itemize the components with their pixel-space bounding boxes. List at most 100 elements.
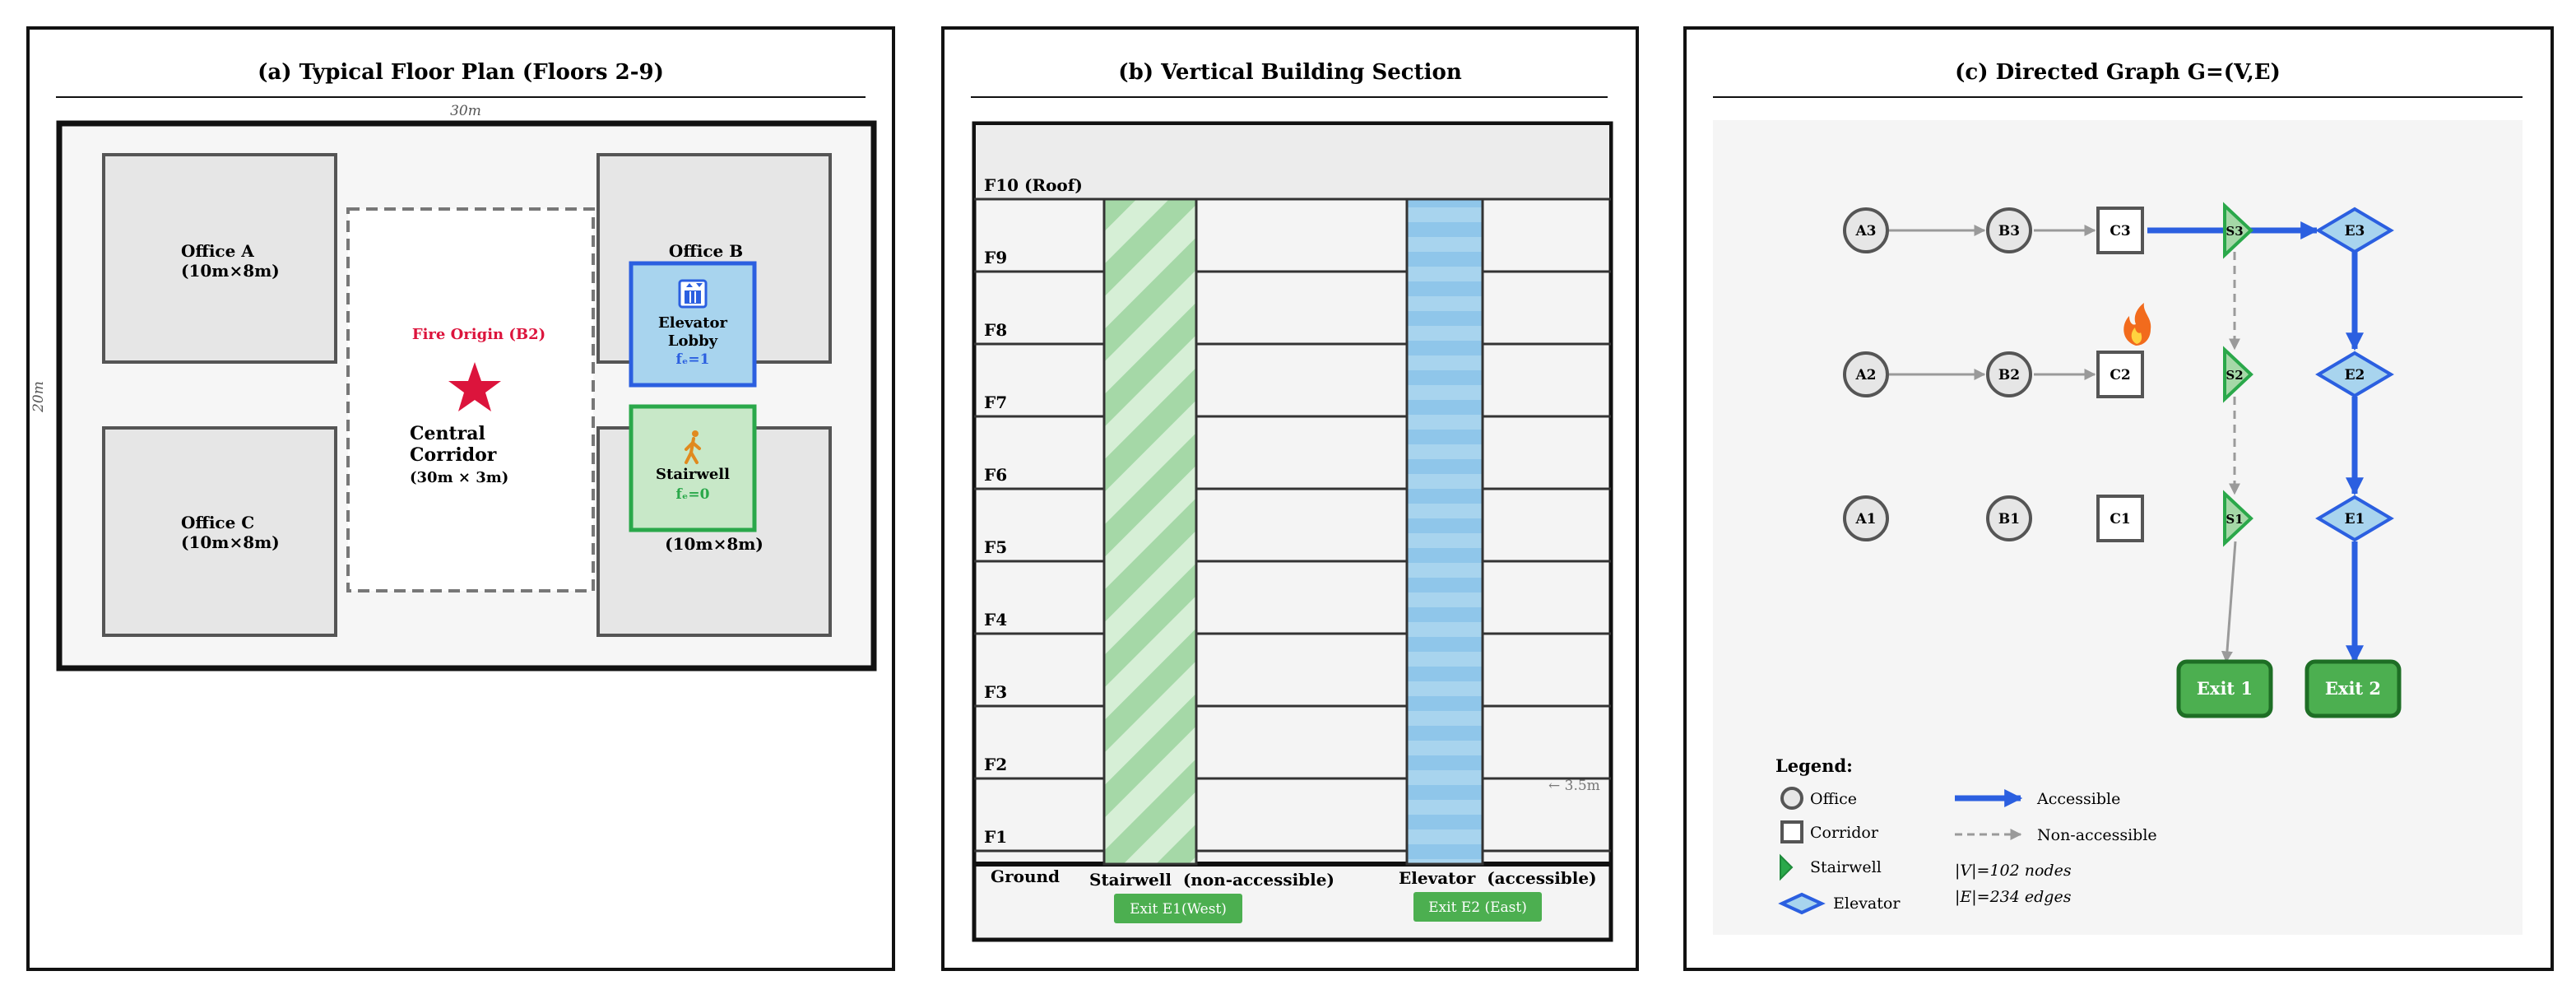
edge-count: |E|=234 edges bbox=[1955, 888, 2072, 906]
panel-c-title: (c) Directed Graph G=(V,E) bbox=[1955, 60, 2281, 85]
elevator-lobby-label-1: Elevator bbox=[658, 314, 727, 332]
stairwell-room bbox=[629, 404, 757, 532]
exit-2-label: Exit 2 bbox=[2325, 678, 2381, 699]
node-c2-label: C2 bbox=[2110, 367, 2130, 383]
walking-person-icon bbox=[685, 430, 701, 464]
exit-west-badge bbox=[1114, 894, 1242, 923]
floor-label-f6: F6 bbox=[984, 465, 1007, 485]
panel-a: (a) Typical Floor Plan (Floors 2-9) 30m … bbox=[26, 26, 895, 971]
corridor-label-1: Central bbox=[410, 423, 485, 444]
node-a3-label: A3 bbox=[1854, 223, 1876, 239]
fire-origin-label: Fire Origin (B2) bbox=[412, 326, 545, 343]
legend-elevator-icon bbox=[1778, 892, 1826, 915]
node-c3 bbox=[2096, 207, 2144, 254]
legend-title: Legend: bbox=[1775, 755, 1853, 776]
node-c1-label: C1 bbox=[2110, 511, 2130, 527]
legend-office-label: Office bbox=[1810, 790, 1857, 808]
node-a1 bbox=[1843, 495, 1889, 541]
legend-corridor-label: Corridor bbox=[1810, 824, 1879, 842]
floor-label-f4: F4 bbox=[984, 610, 1007, 630]
office-nodes: A3 B3 A2 B2 A1 B1 bbox=[1843, 207, 2032, 541]
panel-b: (b) Vertical Building Section F10 (Roof)… bbox=[941, 26, 1639, 971]
node-b3 bbox=[1986, 207, 2032, 253]
height-dimension: 20m bbox=[30, 381, 47, 413]
legend-stairwell-label: Stairwell bbox=[1810, 858, 1882, 876]
floor-height-label: ← 3.5m bbox=[1548, 778, 1600, 794]
floor-label-f3: F3 bbox=[984, 682, 1007, 702]
elevator-shaft bbox=[1405, 197, 1484, 866]
node-b3-label: B3 bbox=[1998, 223, 2020, 239]
fire-icon bbox=[2123, 303, 2151, 346]
building-outline bbox=[972, 121, 1613, 942]
panel-a-title: (a) Typical Floor Plan (Floors 2-9) bbox=[258, 60, 664, 85]
non-accessible-edges bbox=[1889, 225, 2240, 663]
node-b1 bbox=[1986, 495, 2032, 541]
node-e2 bbox=[2315, 351, 2394, 398]
roof-zone bbox=[976, 125, 1609, 199]
node-e3 bbox=[2315, 207, 2394, 254]
floor-label-f2: F2 bbox=[984, 755, 1007, 774]
node-e1 bbox=[2315, 495, 2394, 542]
ground-label: Ground bbox=[991, 867, 1060, 886]
legend-accessible-label: Accessible bbox=[2036, 790, 2120, 808]
legend-stairwell-icon bbox=[1780, 853, 1794, 881]
node-c1 bbox=[2096, 495, 2144, 542]
legend-non-accessible-label: Non-accessible bbox=[2037, 826, 2157, 844]
node-s1 bbox=[2223, 490, 2253, 547]
fire-origin-star-icon bbox=[448, 362, 501, 411]
office-d-size: (10m×8m) bbox=[665, 534, 764, 554]
corridor-size: (30m × 3m) bbox=[410, 469, 508, 486]
elevator-icon bbox=[678, 279, 708, 309]
panel-b-title: (b) Vertical Building Section bbox=[1118, 60, 1462, 85]
floor-label-f8: F8 bbox=[984, 320, 1007, 340]
elevator-lobby-label-2: Lobby bbox=[668, 332, 718, 350]
width-dimension: 30m bbox=[450, 103, 481, 119]
stairwell-shaft bbox=[1102, 197, 1198, 866]
node-s3-label: S3 bbox=[2226, 224, 2243, 239]
stairwell-nodes: S3 S2 S1 bbox=[2223, 202, 2253, 547]
node-s2-label: S2 bbox=[2226, 368, 2243, 383]
node-b2-label: B2 bbox=[1998, 367, 2020, 383]
floor-label-f7: F7 bbox=[984, 393, 1007, 412]
corridor-label-2: Corridor bbox=[410, 444, 497, 466]
node-e3-label: E3 bbox=[2345, 223, 2365, 239]
corridor-nodes: C3 C2 C1 bbox=[2096, 207, 2144, 542]
node-a3 bbox=[1843, 207, 1889, 253]
node-s2 bbox=[2223, 346, 2253, 403]
legend: Legend: Office Corridor Stairwell Elevat… bbox=[1775, 755, 2157, 915]
office-a bbox=[102, 153, 337, 364]
node-count: |V|=102 nodes bbox=[1955, 862, 2072, 880]
floor-label-f9: F9 bbox=[984, 248, 1007, 267]
node-c3-label: C3 bbox=[2110, 223, 2130, 239]
exit-1-label: Exit 1 bbox=[2197, 678, 2253, 699]
elevator-section-label: Elevator (accessible) bbox=[1399, 868, 1597, 888]
node-b2 bbox=[1986, 351, 2032, 397]
stairwell-room-attr: fₑ=0 bbox=[676, 486, 710, 503]
node-s1-label: S1 bbox=[2226, 512, 2243, 527]
elevator-lobby-attr: fₑ=1 bbox=[676, 351, 710, 368]
exit-west-label: Exit E1(West) bbox=[1130, 901, 1227, 918]
floor-label-f5: F5 bbox=[984, 537, 1007, 557]
exit-east-badge bbox=[1413, 892, 1542, 922]
office-c-size: (10m×8m) bbox=[181, 532, 280, 552]
node-e2-label: E2 bbox=[2345, 367, 2365, 383]
node-a1-label: A1 bbox=[1854, 511, 1876, 527]
office-b-name: Office B bbox=[669, 241, 743, 261]
elevator-nodes: E3 E2 E1 bbox=[2315, 207, 2394, 542]
node-e1-label: E1 bbox=[2345, 511, 2365, 527]
node-a2 bbox=[1843, 351, 1889, 397]
exit-1-node bbox=[2176, 659, 2273, 718]
office-a-name: Office A bbox=[181, 241, 254, 261]
panel-c: (c) Directed Graph G=(V,E) A3 B3 bbox=[1683, 26, 2554, 971]
edge-s1-exit1 bbox=[2221, 541, 2237, 663]
office-a-size: (10m×8m) bbox=[181, 261, 280, 281]
stairwell-section-label: Stairwell (non-accessible) bbox=[1089, 870, 1334, 890]
floor-lines bbox=[974, 197, 1611, 853]
node-s3 bbox=[2223, 202, 2253, 259]
floor-label-f10: F10 (Roof) bbox=[984, 175, 1083, 195]
floor-labels: F10 (Roof) F9 F8 F7 F6 F5 F4 F3 F2 F1 bbox=[984, 175, 1083, 847]
office-c bbox=[102, 426, 337, 637]
floor-label-f1: F1 bbox=[984, 827, 1007, 847]
node-c2 bbox=[2096, 351, 2144, 398]
